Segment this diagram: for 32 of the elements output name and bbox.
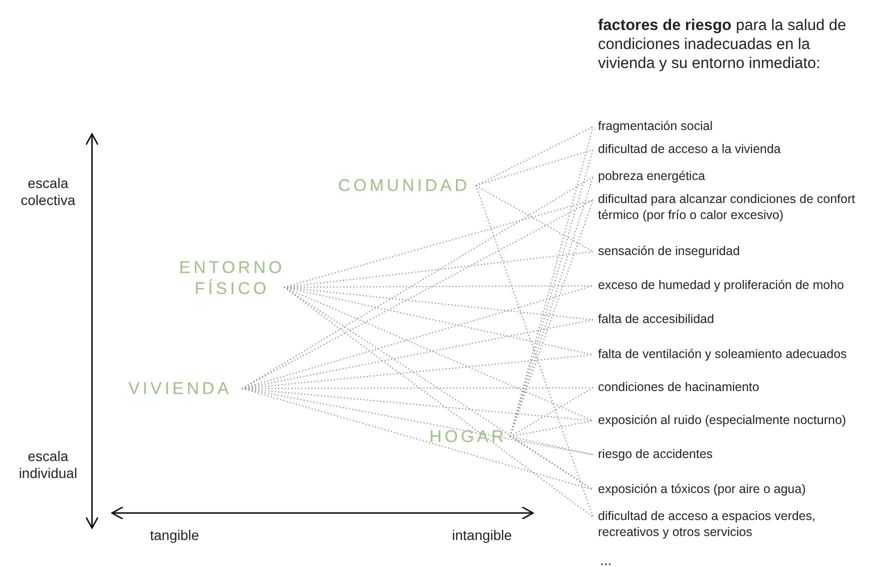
risk-factor: dificultad para alcanzar condiciones de confort térmico (por frío o calor excesivo) — [598, 192, 873, 223]
dotted-line — [475, 185, 594, 518]
axis-label: tangible — [150, 527, 200, 544]
risk-factor: exposición al ruido (especialmente nocturno) — [598, 413, 873, 428]
dotted-line — [476, 185, 594, 252]
risk-factor: dificultad de acceso a la vivienda — [598, 142, 873, 158]
dotted-line — [284, 285, 593, 288]
risk-factor: condiciones de hacinamiento — [598, 380, 873, 396]
axis-label: intangible — [452, 527, 512, 544]
risk-factor: exceso de humedad y proliferación de moho — [598, 278, 873, 294]
dotted-line — [510, 387, 594, 437]
dotted-line — [242, 388, 594, 490]
risk-factor: exposición a tóxicos (por aire o agua) — [598, 482, 873, 498]
dotted-line — [242, 285, 594, 390]
axis-label: escala individual — [18, 448, 78, 482]
dotted-line — [510, 436, 594, 490]
risk-factor: falta de ventilación y soleamiento adecuados — [598, 347, 873, 362]
risk-factor: pobreza energética — [598, 169, 873, 184]
category-label: VIVIENDA — [120, 378, 240, 399]
title: factores de riesgo para la salud de condiciones inadecuadas en la vivienda y su entorno inmediato: — [598, 16, 848, 73]
dotted-line — [476, 149, 594, 186]
risk-factor: sensación de inseguridad — [598, 244, 873, 260]
risk-factor: riesgo de accidentes — [598, 447, 873, 462]
category-label: HOGAR — [428, 426, 508, 447]
risk-factor: fragmentación social — [598, 119, 873, 134]
category-label: ENTORNO FÍSICO — [172, 257, 292, 299]
axis-label: escala colectiva — [20, 175, 76, 209]
axis-label: ... — [600, 552, 612, 567]
dotted-line — [510, 436, 594, 456]
risk-factor: falta de accesibilidad — [598, 312, 873, 328]
risk-factor: dificultad de acceso a espacios verdes, recreativos y otros servicios — [598, 509, 873, 540]
category-label: COMUNIDAD — [334, 175, 474, 196]
